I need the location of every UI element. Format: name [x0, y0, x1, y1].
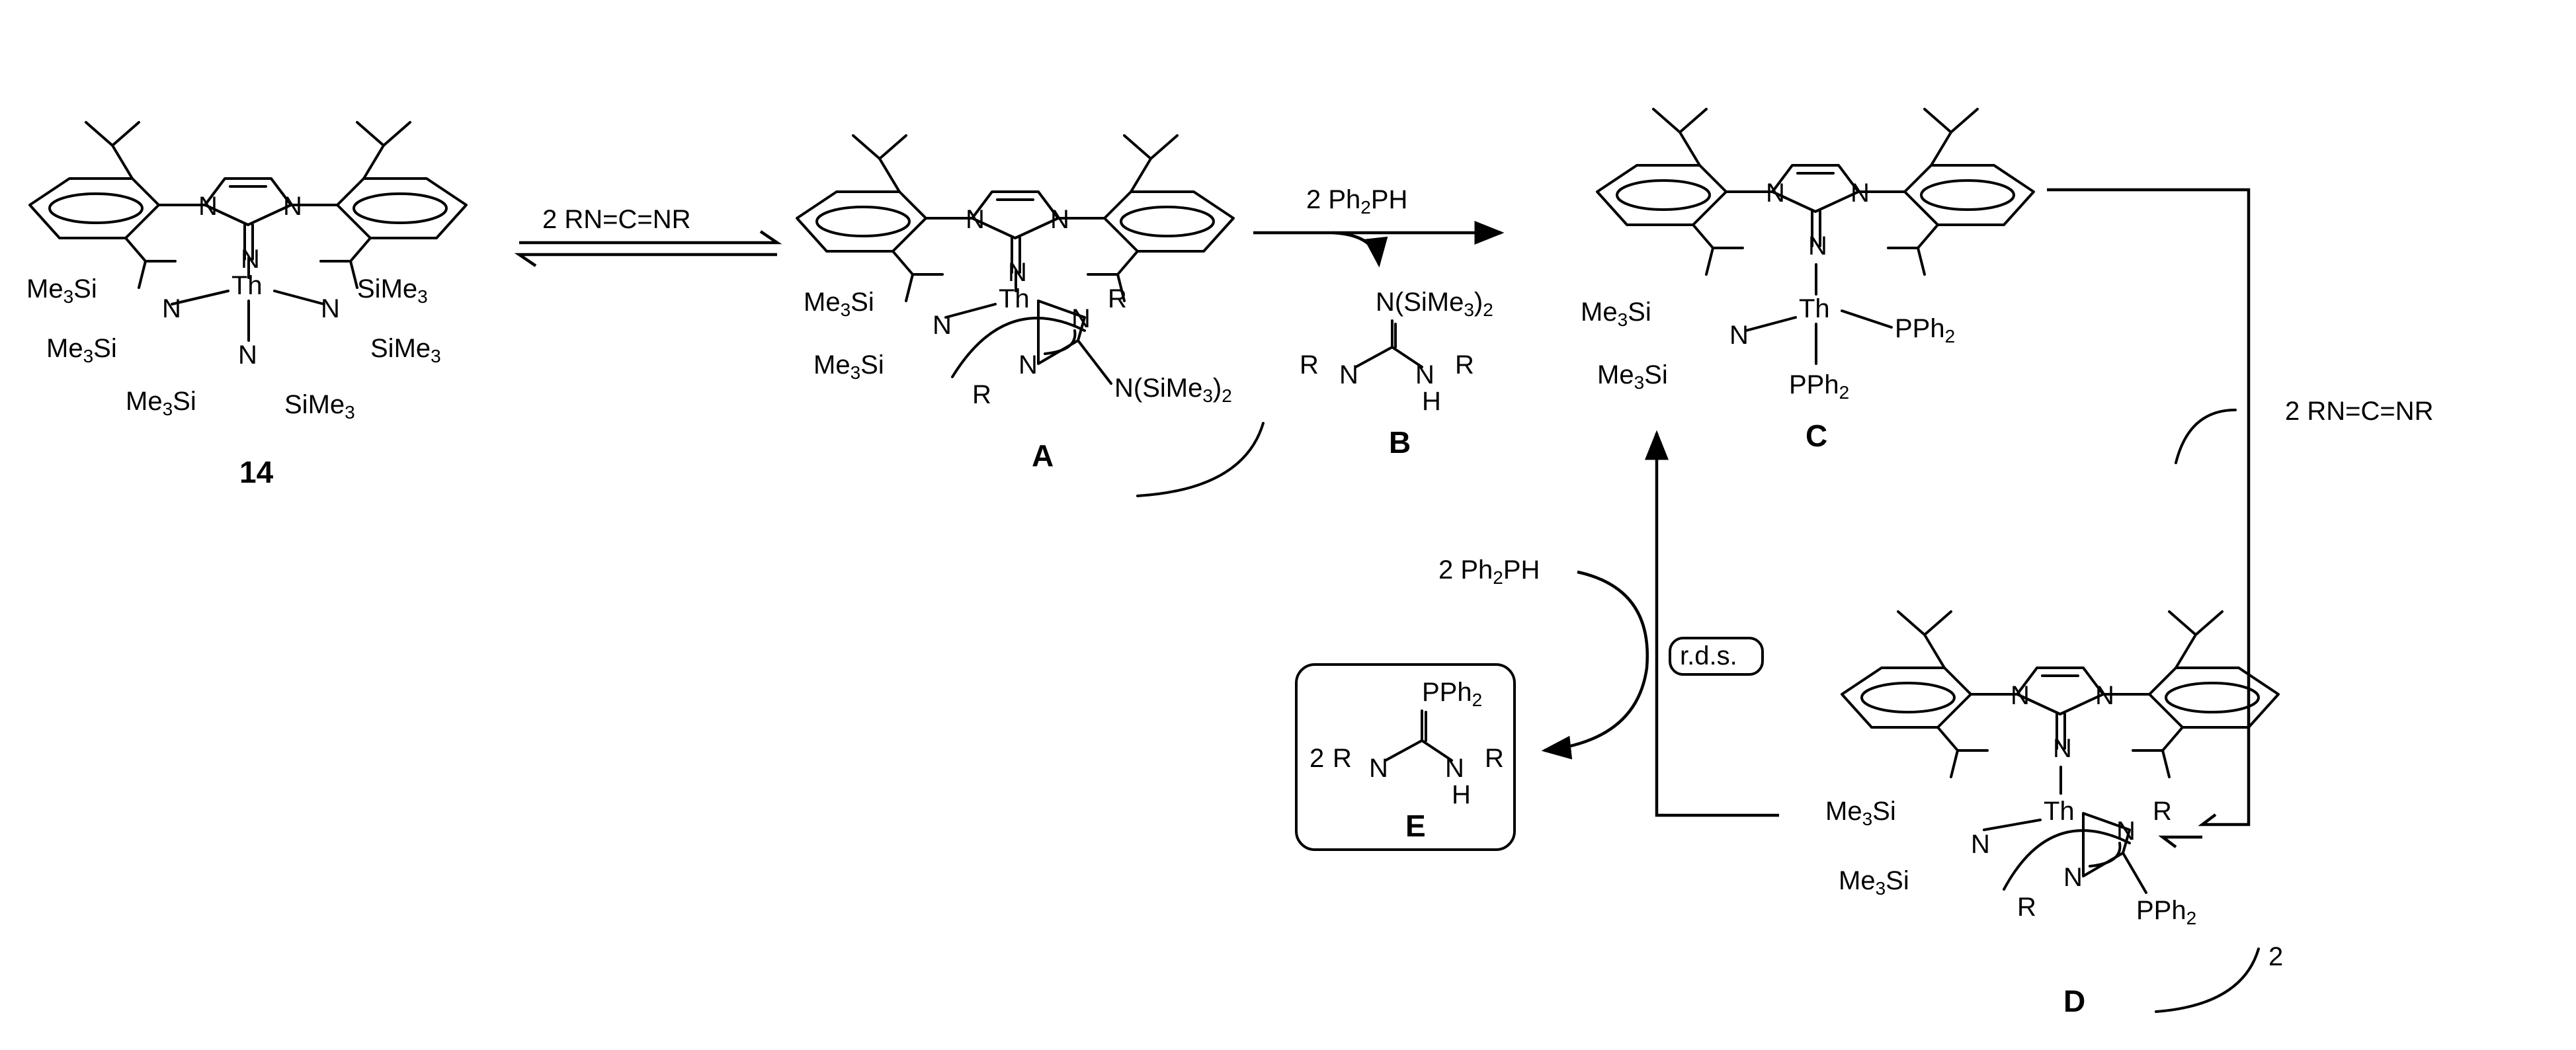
- thorium-center: Th: [231, 271, 263, 300]
- svg-text:N: N: [1808, 231, 1827, 261]
- svg-text:N: N: [1018, 350, 1038, 380]
- svg-text:N: N: [162, 294, 181, 323]
- svg-text:SiMe3: SiMe3: [370, 334, 441, 366]
- reagent-carbodiimide-1: 2 RN=C=NR: [542, 205, 691, 234]
- svg-text:N: N: [1339, 360, 1358, 389]
- compound-E: 2 PPh2 N R N H R E: [1295, 663, 1516, 851]
- reaction-path-D-C: 2 Ph2PH r.d.s.: [1438, 430, 1779, 817]
- svg-text:PPh2: PPh2: [2136, 896, 2196, 928]
- svg-text:R: R: [1300, 350, 1319, 380]
- svg-text:N: N: [321, 294, 340, 323]
- compound-B: N(SiMe3)2 N R N H R B: [1300, 288, 1493, 460]
- svg-text:N: N: [1071, 304, 1091, 333]
- svg-text:R: R: [1485, 744, 1504, 773]
- svg-text:Me3Si: Me3Si: [126, 387, 196, 419]
- reaction-arrow-A-C: 2 Ph2PH: [1253, 185, 1505, 268]
- reagent-phosphine-2: 2 Ph2PH: [1438, 555, 1540, 588]
- svg-text:N: N: [238, 341, 257, 370]
- svg-text:N: N: [1008, 258, 1027, 287]
- svg-text:2: 2: [2268, 942, 2283, 971]
- svg-text:Me3Si: Me3Si: [1825, 797, 1896, 829]
- compound-D: N N N Th Me3Si N Me3Si N R N R PPh2 2 D: [1825, 610, 2283, 1018]
- svg-text:PPh2: PPh2: [1422, 678, 1482, 710]
- svg-text:H: H: [1452, 780, 1471, 809]
- reaction-path-C-D: 2 RN=C=NR: [2047, 188, 2434, 848]
- label-D: D: [2063, 984, 2085, 1018]
- svg-text:Me3Si: Me3Si: [1597, 360, 1668, 393]
- svg-text:Me3Si: Me3Si: [26, 274, 97, 307]
- reagent-carbodiimide-2: 2 RN=C=NR: [2285, 397, 2434, 426]
- svg-text:R: R: [1333, 744, 1352, 773]
- svg-text:N: N: [283, 192, 302, 221]
- imine-nitrogen: N: [241, 245, 260, 274]
- label-A: A: [1032, 438, 1054, 473]
- label-B: B: [1389, 425, 1411, 460]
- svg-text:Th: Th: [999, 284, 1030, 313]
- svg-text:N(SiMe3)2: N(SiMe3)2: [1376, 288, 1493, 320]
- svg-text:Me3Si: Me3Si: [804, 288, 874, 320]
- svg-text:PPh2: PPh2: [1895, 314, 1955, 346]
- svg-text:R: R: [2017, 893, 2036, 922]
- svg-text:N: N: [2116, 817, 2136, 846]
- svg-text:Th: Th: [2044, 797, 2075, 826]
- svg-text:N: N: [966, 205, 985, 234]
- compound-A: N N N Th Me3Si N Me3Si N R N R N(SiMe3)2…: [796, 134, 1265, 497]
- svg-text:Th: Th: [1799, 294, 1830, 323]
- svg-text:N: N: [2095, 681, 2114, 710]
- svg-text:PPh2: PPh2: [1789, 370, 1849, 403]
- svg-text:2: 2: [1309, 744, 1324, 773]
- svg-text:Me3Si: Me3Si: [1581, 298, 1651, 330]
- rds-label: r.d.s.: [1680, 641, 1737, 670]
- svg-text:SiMe3: SiMe3: [284, 390, 355, 423]
- svg-text:N: N: [1729, 321, 1749, 350]
- svg-text:Me3Si: Me3Si: [46, 334, 117, 366]
- label-14: 14: [239, 455, 274, 489]
- svg-text:N: N: [2063, 863, 2083, 892]
- product-box: [1295, 663, 1516, 851]
- svg-text:N: N: [2011, 681, 2030, 710]
- equilibrium-arrow-14-A: 2 RN=C=NR: [514, 205, 782, 267]
- svg-text:N: N: [933, 311, 952, 340]
- svg-text:N: N: [2053, 734, 2072, 763]
- svg-text:R: R: [1108, 284, 1127, 313]
- svg-text:R: R: [1455, 350, 1474, 380]
- svg-text:N: N: [1445, 754, 1464, 783]
- label-C: C: [1806, 419, 1827, 453]
- svg-text:N: N: [1766, 179, 1785, 208]
- svg-text:N: N: [1369, 754, 1388, 783]
- svg-text:N: N: [1415, 360, 1434, 389]
- reagent-phosphine-1: 2 Ph2PH: [1306, 185, 1407, 218]
- label-E: E: [1405, 809, 1426, 843]
- rds-box: [1669, 637, 1764, 676]
- svg-text:N(SiMe3)2: N(SiMe3)2: [1114, 374, 1232, 406]
- svg-text:Me3Si: Me3Si: [813, 350, 884, 383]
- svg-text:R: R: [972, 380, 991, 409]
- svg-text:N: N: [1850, 179, 1870, 208]
- svg-text:N: N: [1971, 830, 1990, 859]
- svg-text:R: R: [2153, 797, 2172, 826]
- svg-text:N: N: [198, 192, 218, 221]
- svg-text:Me3Si: Me3Si: [1839, 866, 1909, 899]
- svg-text:N: N: [1050, 205, 1069, 234]
- compound-14: N N N Th Me3Si N Me3Si N SiMe3 SiMe3 N M…: [26, 121, 468, 489]
- svg-text:H: H: [1422, 387, 1441, 416]
- compound-C: N N N Th Me3Si N Me3Si PPh2 PPh2 C: [1581, 108, 2035, 453]
- svg-text:SiMe3: SiMe3: [357, 274, 428, 307]
